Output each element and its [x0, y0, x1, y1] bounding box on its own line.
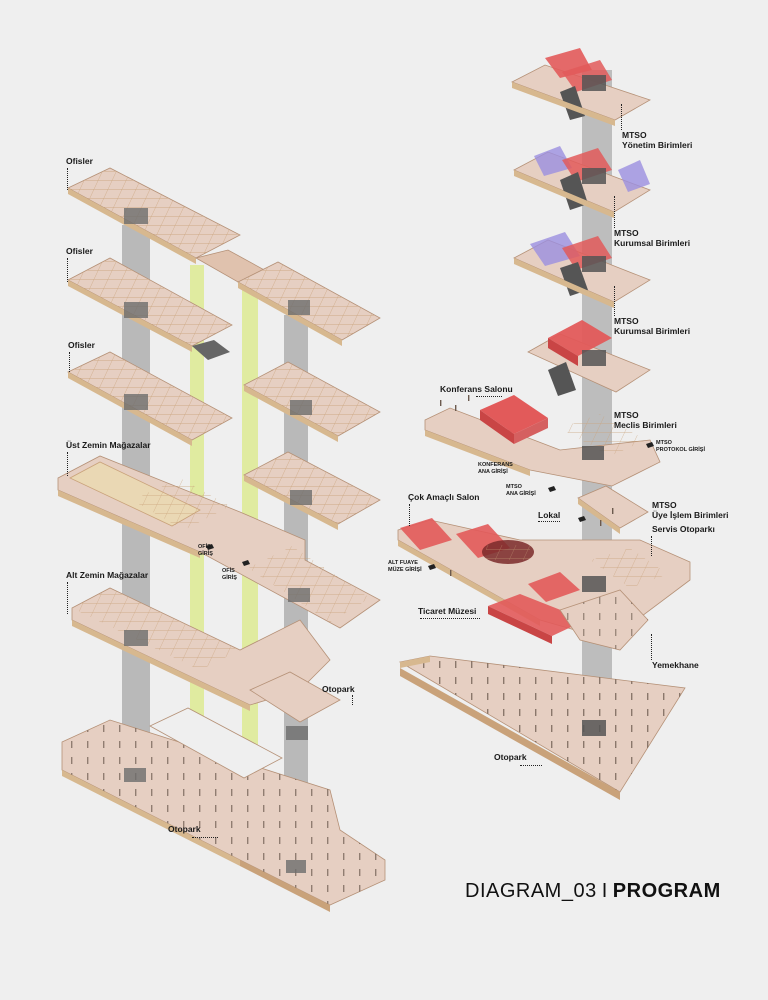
floor-kurumsal-1: [513, 146, 651, 218]
label-alt-fuaye: ALT FUAYE MÜZE GİRİŞİ: [388, 560, 422, 573]
office-floor-2-left: [67, 257, 233, 360]
label-mtso-ana-giris-a: MTSO: [506, 484, 522, 490]
label-otopark-upper: Otopark: [322, 684, 355, 694]
label-ofis-giris-2: OFİS GİRİŞ: [222, 568, 237, 581]
label-meclis: MTSO Meclis Birimleri: [614, 410, 677, 430]
title-main: DIAGRAM_03: [465, 880, 597, 902]
leader-ticaret: [420, 618, 480, 619]
label-otopark-right: Otopark: [494, 752, 527, 762]
label-ofis-giris-1: OFİS GİRİŞ: [198, 544, 213, 557]
label-kurumsal-1-b: Kurumsal Birimleri: [614, 238, 691, 248]
leader-yonetim: [621, 104, 622, 130]
label-kurumsal-2-b: Kurumsal Birimleri: [614, 326, 691, 336]
label-yonetim: MTSO Yönetim Birimleri: [622, 130, 692, 150]
label-kurumsal-1: MTSO Kurumsal Birimleri: [614, 228, 690, 248]
leader-ofisler-2: [67, 258, 68, 282]
label-konferans-giris-b: ANA GİRİŞİ: [478, 468, 508, 475]
leader-yemekhane: [651, 634, 652, 660]
floor-kurumsal-3: [527, 320, 651, 396]
title-emphasis: PROGRAM: [612, 880, 721, 902]
floor-ticaret-muzesi: [488, 589, 649, 651]
label-uye-a: MTSO: [652, 500, 677, 510]
office-floor-3-left: [67, 351, 233, 446]
label-yonetim-b: Yönetim Birimleri: [622, 140, 693, 150]
label-ofis-giris-1-a: OFİS: [198, 544, 211, 550]
leader-kurumsal-2: [614, 286, 615, 316]
floor-kurumsal-2: [513, 232, 651, 308]
label-ofis-giris-2-b: GİRİŞ: [222, 574, 237, 581]
label-ofis-giris-1-b: GİRİŞ: [198, 550, 213, 557]
office-floor-1-left: [67, 167, 241, 264]
label-protokol-a: MTSO: [656, 440, 672, 446]
floor-yonetim: [511, 48, 651, 126]
label-otopark-lower: Otopark: [168, 824, 201, 834]
label-servis-otoparki: Servis Otoparkı: [652, 524, 715, 534]
label-mtso-ana-giris-b: ANA GİRİŞİ: [506, 490, 536, 497]
leader-kurumsal-1: [614, 196, 615, 228]
label-meclis-b: Meclis Birimleri: [614, 420, 677, 430]
floor-lokal-uye: [577, 485, 649, 534]
label-uye: MTSO Üye İşlem Birimleri: [652, 500, 729, 520]
label-meclis-a: MTSO: [614, 410, 639, 420]
label-ticaret-muzesi: Ticaret Müzesi: [418, 606, 477, 616]
leader-otopark-upper: [352, 695, 353, 705]
label-alt-fuaye-a: ALT FUAYE: [388, 560, 418, 566]
label-ofisler-3: Ofisler: [68, 340, 95, 350]
label-kurumsal-2-a: MTSO: [614, 316, 639, 326]
title-separator: I: [601, 880, 608, 902]
label-ofisler-1: Ofisler: [66, 156, 93, 166]
office-floor-2-right: [243, 361, 381, 442]
leader-ust-zemin: [67, 452, 68, 476]
leader-lokal: [538, 521, 560, 522]
label-alt-fuaye-b: MÜZE GİRİŞİ: [388, 566, 422, 573]
label-konferans-giris-a: KONFERANS: [478, 462, 513, 468]
floor-otopark-right: [398, 655, 686, 800]
left-building: [57, 167, 386, 912]
office-floor-1-right: [237, 261, 381, 346]
label-ofisler-2: Ofisler: [66, 246, 93, 256]
label-konferans-giris: KONFERANS ANA GİRİŞİ: [478, 462, 513, 475]
label-uye-b: Üye İşlem Birimleri: [652, 510, 729, 520]
leader-otopark-lower: [192, 837, 218, 838]
leader-otopark-right: [520, 765, 542, 766]
parking-lower-slab: [61, 707, 386, 912]
label-konferans-salonu: Konferans Salonu: [440, 384, 513, 394]
label-lokal: Lokal: [538, 510, 561, 520]
leader-cok-amacli: [409, 504, 410, 526]
label-protokol: MTSO PROTOKOL GİRİŞİ: [656, 440, 705, 453]
leader-ofisler-3: [69, 352, 70, 372]
label-kurumsal-2: MTSO Kurumsal Birimleri: [614, 316, 690, 336]
upper-ground-shops-slab: [57, 455, 381, 629]
leader-ofisler-1: [67, 168, 68, 190]
floor-meclis-konferans: [424, 395, 661, 487]
leader-servis: [651, 536, 652, 556]
label-mtso-ana-giris: MTSO ANA GİRİŞİ: [506, 484, 536, 497]
upper-parking-slab: [249, 671, 341, 723]
label-ofis-giris-2-a: OFİS: [222, 568, 235, 574]
lower-ground-shops-slab: [71, 587, 341, 740]
label-cok-amacli: Çok Amaçlı Salon: [408, 492, 480, 502]
leader-alt-zemin: [67, 582, 68, 614]
label-yemekhane: Yemekhane: [652, 660, 699, 670]
people-figures: [440, 395, 614, 576]
label-ust-zemin: Üst Zemin Mağazalar: [66, 440, 151, 450]
office-floor-3-right: [243, 451, 381, 530]
label-kurumsal-1-a: MTSO: [614, 228, 639, 238]
leader-konferans-salonu: [476, 396, 502, 397]
label-protokol-b: PROTOKOL GİRİŞİ: [656, 446, 705, 453]
right-building: [397, 48, 691, 800]
label-yonetim-a: MTSO: [622, 130, 647, 140]
konferans-hall-block: [480, 395, 548, 434]
entrance-arrows: [206, 442, 654, 570]
label-alt-zemin: Alt Zemin Mağazalar: [66, 570, 149, 580]
